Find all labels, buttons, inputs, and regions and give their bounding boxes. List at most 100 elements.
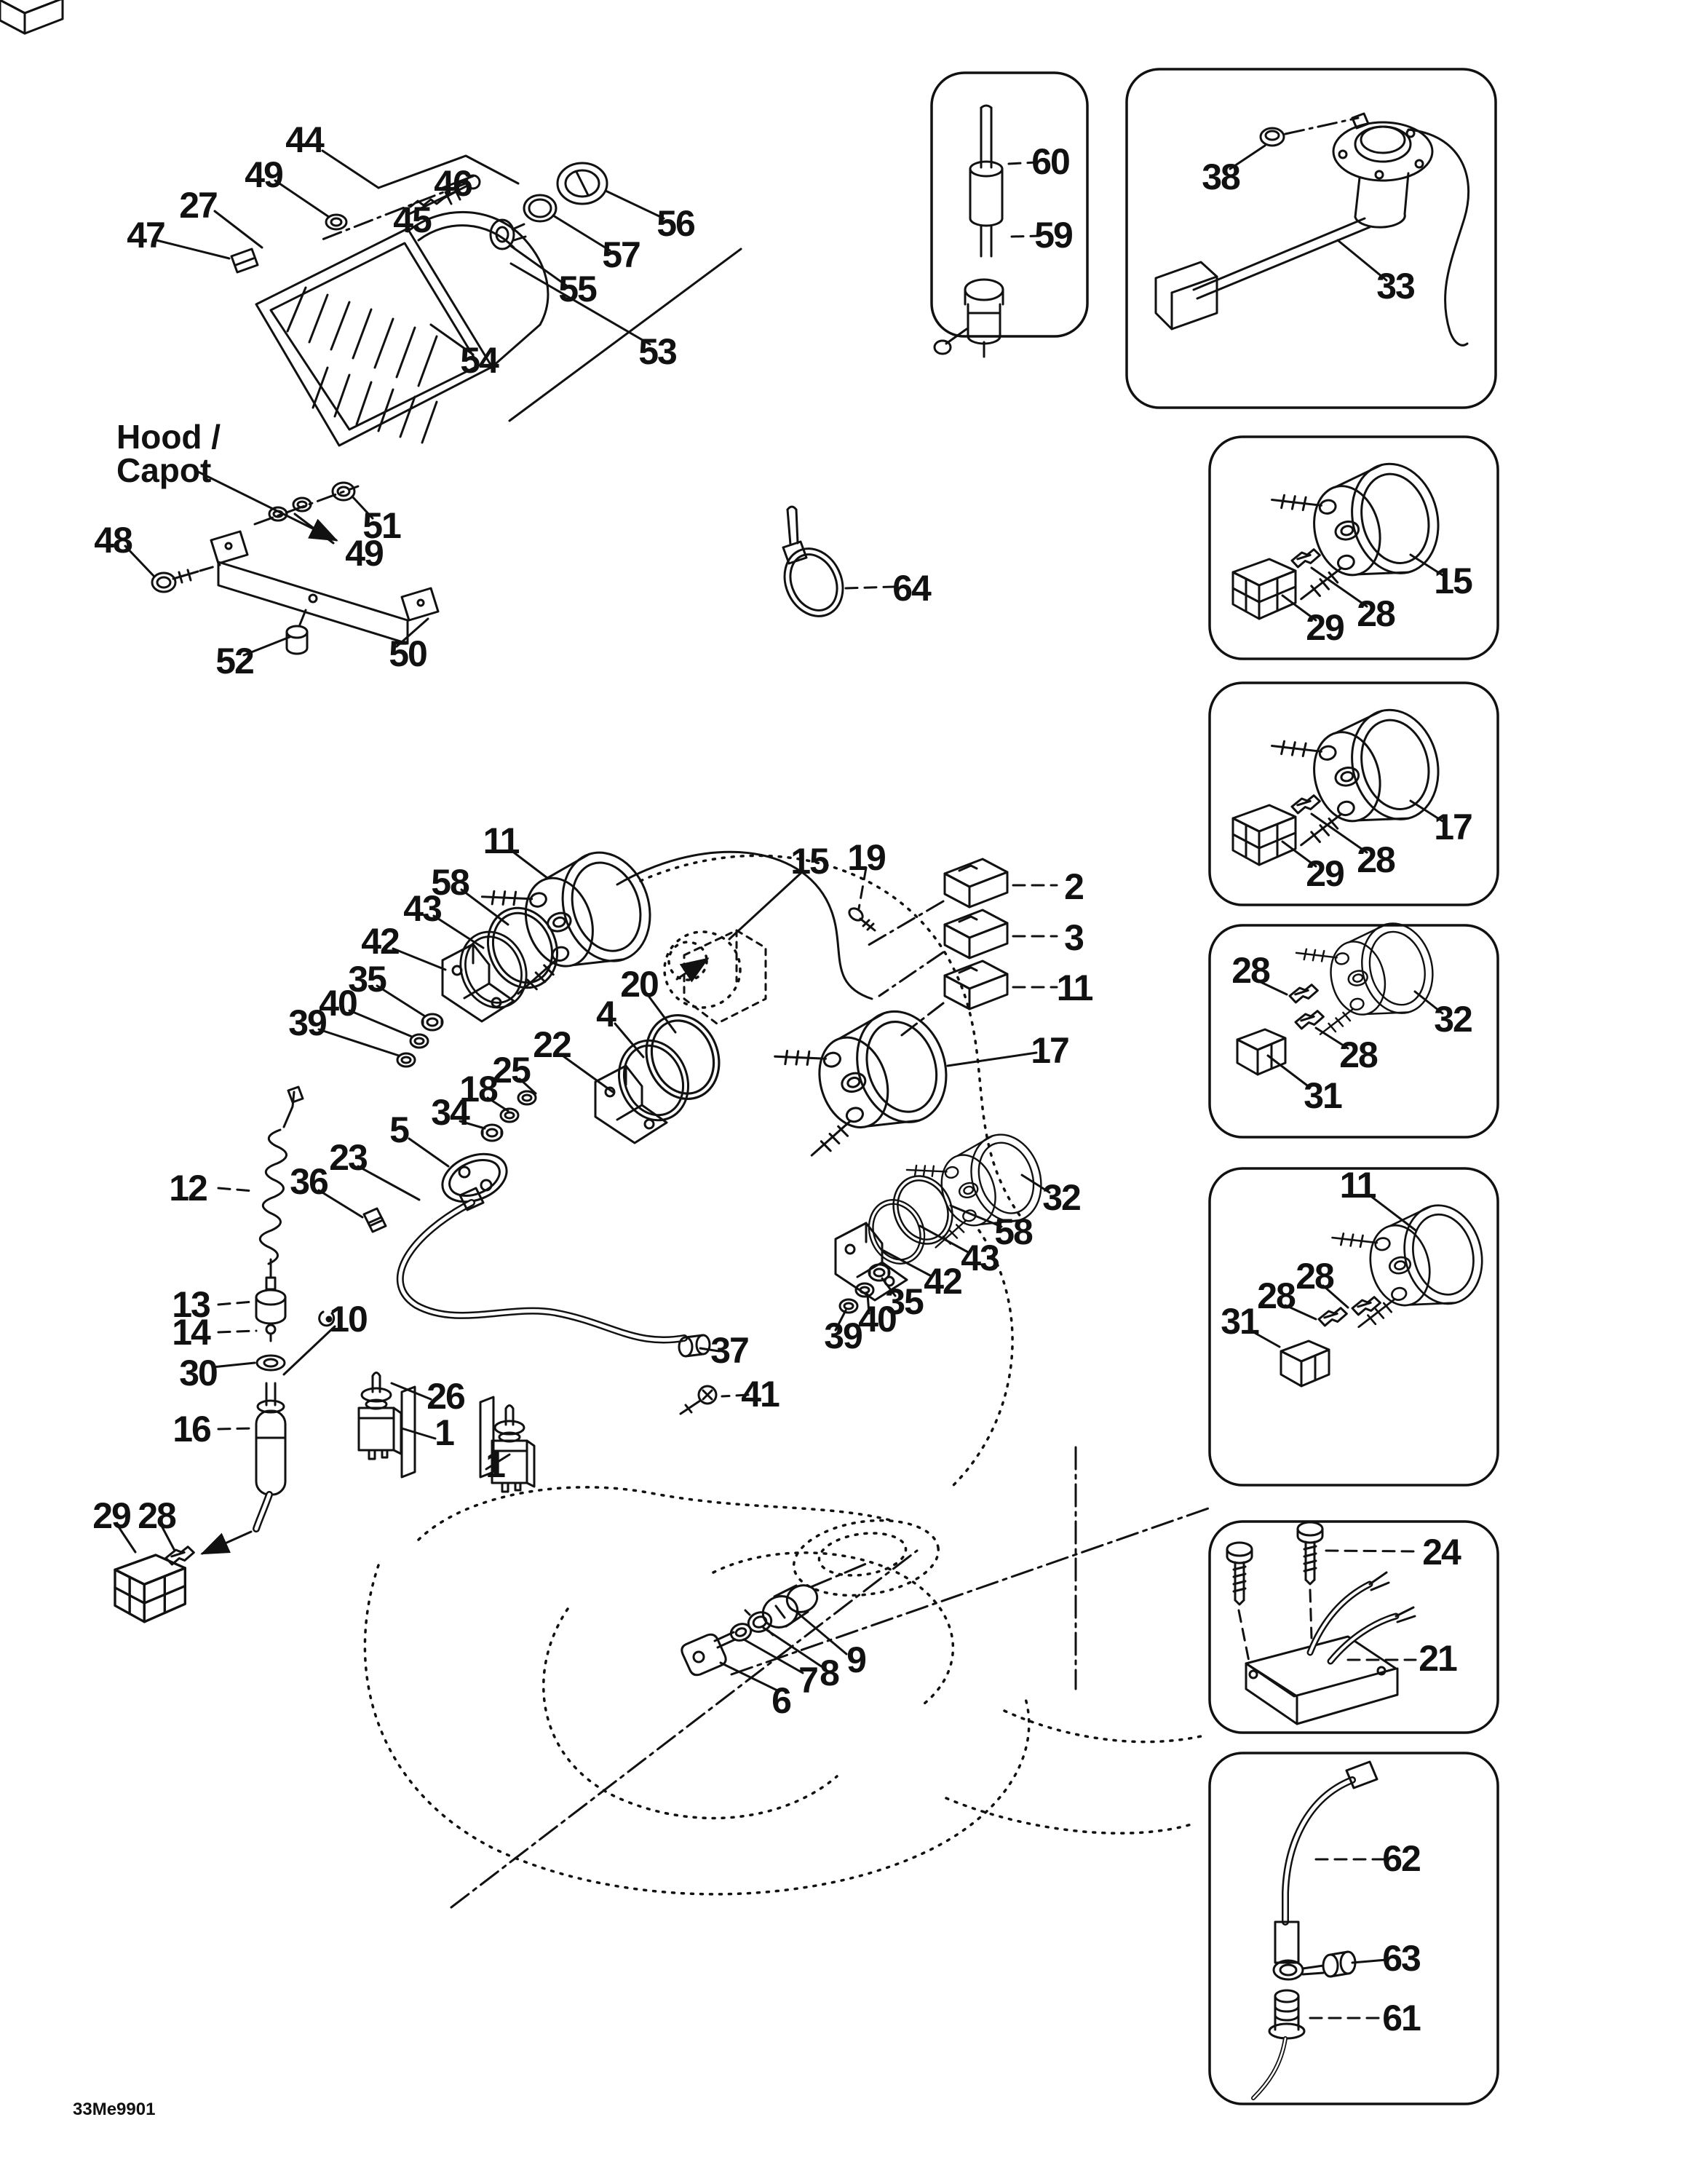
callout-32: 32 xyxy=(1434,999,1473,1040)
callout-55: 55 xyxy=(558,269,598,309)
panel-gauge-32 xyxy=(1208,914,1499,1139)
callout-3: 3 xyxy=(1064,917,1084,958)
callout-10: 10 xyxy=(329,1299,368,1340)
callout-31: 31 xyxy=(1304,1075,1343,1116)
callout-17: 17 xyxy=(1031,1030,1070,1071)
callout-50: 50 xyxy=(389,633,428,674)
callout-9: 9 xyxy=(846,1639,867,1680)
callout-28: 28 xyxy=(1296,1256,1335,1297)
panel-fuel-sender xyxy=(1125,68,1497,409)
callout-43: 43 xyxy=(961,1238,1000,1278)
callout-28: 28 xyxy=(1231,950,1271,991)
callout-24: 24 xyxy=(1422,1532,1461,1572)
hood-bracket-assembly xyxy=(124,470,440,657)
callout-64: 64 xyxy=(892,568,932,609)
callout-43: 43 xyxy=(403,888,443,929)
callout-15: 15 xyxy=(1434,561,1473,601)
callout-11: 11 xyxy=(1339,1165,1377,1206)
callout-22: 22 xyxy=(533,1024,572,1065)
callout-5: 5 xyxy=(389,1109,410,1150)
ignition-switch-assembly xyxy=(681,1562,868,1692)
callout-35: 35 xyxy=(885,1281,924,1322)
callout-46: 46 xyxy=(434,163,473,204)
callout-45: 45 xyxy=(393,199,432,240)
callout-40: 40 xyxy=(858,1299,897,1340)
callout-53: 53 xyxy=(638,331,678,372)
panel-regulator xyxy=(1208,1520,1499,1734)
callout-33: 33 xyxy=(1376,266,1416,306)
callout-4: 4 xyxy=(596,994,616,1034)
callout-29: 29 xyxy=(92,1495,132,1536)
callout-7: 7 xyxy=(798,1660,819,1701)
callout-28: 28 xyxy=(1357,593,1396,634)
callout-29: 29 xyxy=(1306,607,1345,648)
callout-36: 36 xyxy=(290,1161,329,1202)
callout-39: 39 xyxy=(288,1002,328,1043)
callout-18: 18 xyxy=(459,1069,499,1109)
cable-tie xyxy=(782,505,895,617)
callout-31: 31 xyxy=(1221,1301,1260,1342)
callout-26: 26 xyxy=(427,1376,466,1417)
callout-19: 19 xyxy=(847,837,886,878)
callout-38: 38 xyxy=(1202,157,1241,197)
callout-57: 57 xyxy=(602,234,641,275)
callout-12: 12 xyxy=(169,1168,208,1208)
callout-16: 16 xyxy=(172,1409,212,1449)
callout-40: 40 xyxy=(319,983,358,1024)
callout-28: 28 xyxy=(1339,1034,1378,1075)
callout-28: 28 xyxy=(138,1495,177,1536)
callout-42: 42 xyxy=(361,921,400,962)
callout-58: 58 xyxy=(994,1211,1034,1252)
callout-34: 34 xyxy=(431,1092,470,1133)
callout-48: 48 xyxy=(94,520,133,561)
callout-6: 6 xyxy=(771,1680,792,1721)
panel-gauge-17 xyxy=(1208,681,1499,906)
callout-11: 11 xyxy=(1056,968,1094,1008)
callout-1: 1 xyxy=(435,1412,455,1453)
callout-35: 35 xyxy=(348,959,387,1000)
callout-28: 28 xyxy=(1257,1275,1296,1316)
callout-63: 63 xyxy=(1382,1938,1421,1979)
callout-29: 29 xyxy=(1306,853,1345,894)
callout-13: 13 xyxy=(172,1284,211,1325)
callout-44: 44 xyxy=(285,119,325,160)
callout-52: 52 xyxy=(215,641,255,681)
callout-41: 41 xyxy=(741,1374,780,1415)
callout-20: 20 xyxy=(620,964,659,1005)
callout-1: 1 xyxy=(485,1444,506,1485)
construction-lines xyxy=(450,1446,1210,1909)
callout-54: 54 xyxy=(460,340,499,381)
hull-hidden-outline xyxy=(363,1486,1202,1896)
callout-32: 32 xyxy=(1042,1177,1082,1218)
callout-25: 25 xyxy=(492,1050,531,1091)
callout-21: 21 xyxy=(1419,1638,1458,1679)
callout-30: 30 xyxy=(179,1353,218,1393)
callout-58: 58 xyxy=(431,862,470,903)
drawing-code: 33Me9901 xyxy=(73,2100,156,2119)
callout-59: 59 xyxy=(1034,215,1074,256)
callout-2: 2 xyxy=(1064,866,1084,907)
callout-23: 23 xyxy=(329,1137,368,1178)
hood-label-line1: Hood / xyxy=(116,418,221,456)
callout-49: 49 xyxy=(345,533,384,574)
callout-47: 47 xyxy=(127,215,166,256)
callout-27: 27 xyxy=(179,185,218,226)
gauge-cluster-exploded xyxy=(0,0,1058,1623)
panel-fuel-valve xyxy=(930,71,1089,358)
panel-gauge-11 xyxy=(1208,1167,1499,1487)
panel-gauge-15 xyxy=(1208,435,1499,660)
callout-60: 60 xyxy=(1031,141,1071,182)
callout-17: 17 xyxy=(1434,807,1473,847)
callout-14: 14 xyxy=(172,1312,211,1353)
callout-37: 37 xyxy=(710,1330,750,1371)
callout-42: 42 xyxy=(924,1261,963,1302)
callout-39: 39 xyxy=(824,1315,863,1356)
hood-label-line2: Capot xyxy=(116,451,212,489)
callout-28: 28 xyxy=(1357,839,1396,880)
callout-62: 62 xyxy=(1382,1838,1421,1879)
callout-8: 8 xyxy=(820,1653,840,1693)
callout-49: 49 xyxy=(245,154,284,195)
panel-pilot-lamp xyxy=(1208,1752,1499,2105)
